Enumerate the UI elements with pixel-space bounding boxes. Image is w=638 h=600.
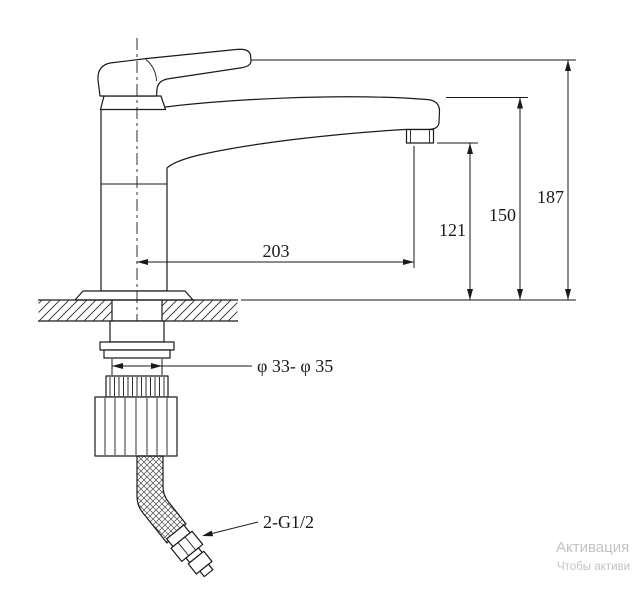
watermark-line2: Чтобы активи [557,561,630,573]
leader-line-thread [203,521,259,536]
handle-base-cap [99,95,167,111]
activation-watermark: Активация Чтобы активи [556,539,630,573]
faucet [74,48,441,301]
extension-ticks-hole [111,359,163,375]
thread-striations [109,377,165,396]
supply-hose [136,455,214,578]
arrowhead [517,289,523,300]
dimension-spout-reach: 203 [137,146,415,268]
watermark-line1: Активация [556,539,629,556]
arrowhead [202,530,214,537]
dimension-overall-height: 187 [537,60,571,300]
nut-ribs [104,398,168,455]
arrowhead [112,363,123,369]
countertop-hatch-left [38,300,112,321]
mounting-clamp [109,320,165,343]
dimension-aerator-height: 121 [437,142,478,300]
mounting-hardware [94,320,178,457]
dim-value-spout-reach: 203 [263,241,290,261]
spout-aerator-detail [410,129,430,143]
callout-hose-thread: 2-G1/2 [202,512,314,537]
base-escutcheon [74,290,194,301]
mounting-washer [103,349,171,359]
faucet-handle [97,48,252,97]
arrowhead [467,289,473,300]
hex-nut-facets [177,536,197,557]
hose-end-fitting [166,524,214,578]
dimension-spout-height: 150 [446,97,528,300]
dimension-mounting-hole: φ 33- φ 35 [111,356,333,376]
dim-value-mounting-hole: φ 33- φ 35 [257,356,333,376]
dim-value-hose-thread: 2-G1/2 [263,512,314,532]
handle-contour-line [145,59,157,82]
dim-value-aerator-height: 121 [439,220,466,240]
dimensions: 187 150 121 203 [111,60,576,537]
arrowhead [151,363,162,369]
arrowhead [565,60,571,71]
arrowhead [517,97,523,109]
dim-value-spout-height: 150 [489,205,516,225]
dim-value-overall-height: 187 [537,187,564,207]
shank-through-counter [111,300,163,321]
arrowhead [137,259,148,265]
spout-aerator [405,128,435,144]
arrowhead [565,289,571,300]
countertop-hatch-right [162,300,238,321]
arrowhead [467,143,473,154]
arrowhead [403,259,414,265]
fitting-tip [199,563,214,578]
countertop [38,299,238,322]
braided-hose [136,455,187,544]
faucet-body-and-spout [100,96,441,292]
mounting-washer-plate [99,341,175,351]
